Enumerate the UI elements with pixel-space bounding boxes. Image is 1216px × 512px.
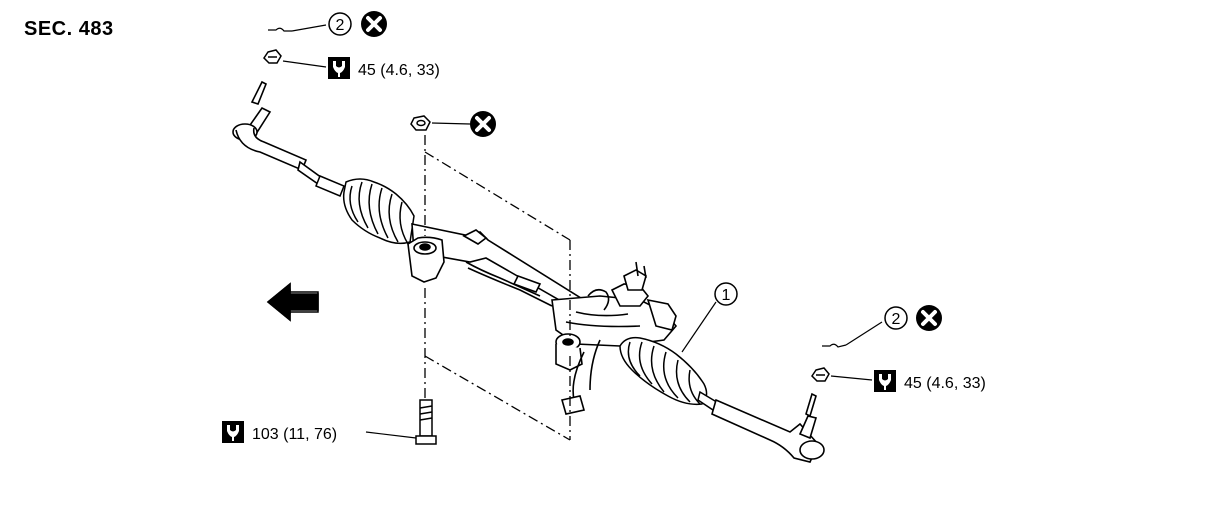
boot-right: [619, 336, 721, 414]
alignment-lines: [424, 135, 571, 441]
torque-value-left: 45 (4.6, 33): [358, 62, 440, 79]
callout-2-top: 2: [328, 9, 389, 39]
front-arrow-icon: [266, 282, 319, 322]
mounting-bolt: [415, 399, 437, 445]
tie-rod-end-right: [711, 392, 825, 463]
leader-lines: [282, 24, 883, 439]
rack-housing: [407, 223, 585, 314]
do-not-reuse-icon: [359, 9, 389, 39]
nut-right: [811, 367, 830, 382]
tie-rod-end-left: [232, 80, 324, 186]
torque-spec-left: 45 (4.6, 33): [328, 57, 440, 79]
callout-2-right-label: 2: [892, 311, 901, 328]
boot-left: [315, 175, 415, 245]
callout-1: 1: [714, 282, 738, 306]
callout-1-label: 1: [722, 287, 731, 304]
section-title: SEC. 483: [24, 18, 114, 40]
gear-housing: [551, 261, 678, 415]
washer-mark: [268, 27, 847, 348]
torque-wrench-icon: [222, 421, 244, 443]
torque-value-bolt: 103 (11, 76): [252, 426, 337, 443]
torque-wrench-icon: [328, 57, 350, 79]
nut-left: [263, 49, 282, 64]
torque-value-right: 45 (4.6, 33): [904, 375, 986, 392]
torque-spec-bolt: 103 (11, 76): [222, 421, 337, 443]
mounting-nut-top: [410, 115, 431, 131]
torque-spec-right: 45 (4.6, 33): [874, 370, 986, 392]
do-not-reuse-icon: [914, 303, 944, 333]
do-not-reuse-icon: [468, 109, 498, 139]
torque-wrench-icon: [874, 370, 896, 392]
callout-2-top-label: 2: [336, 17, 345, 34]
callout-2-right: 2: [884, 303, 944, 333]
